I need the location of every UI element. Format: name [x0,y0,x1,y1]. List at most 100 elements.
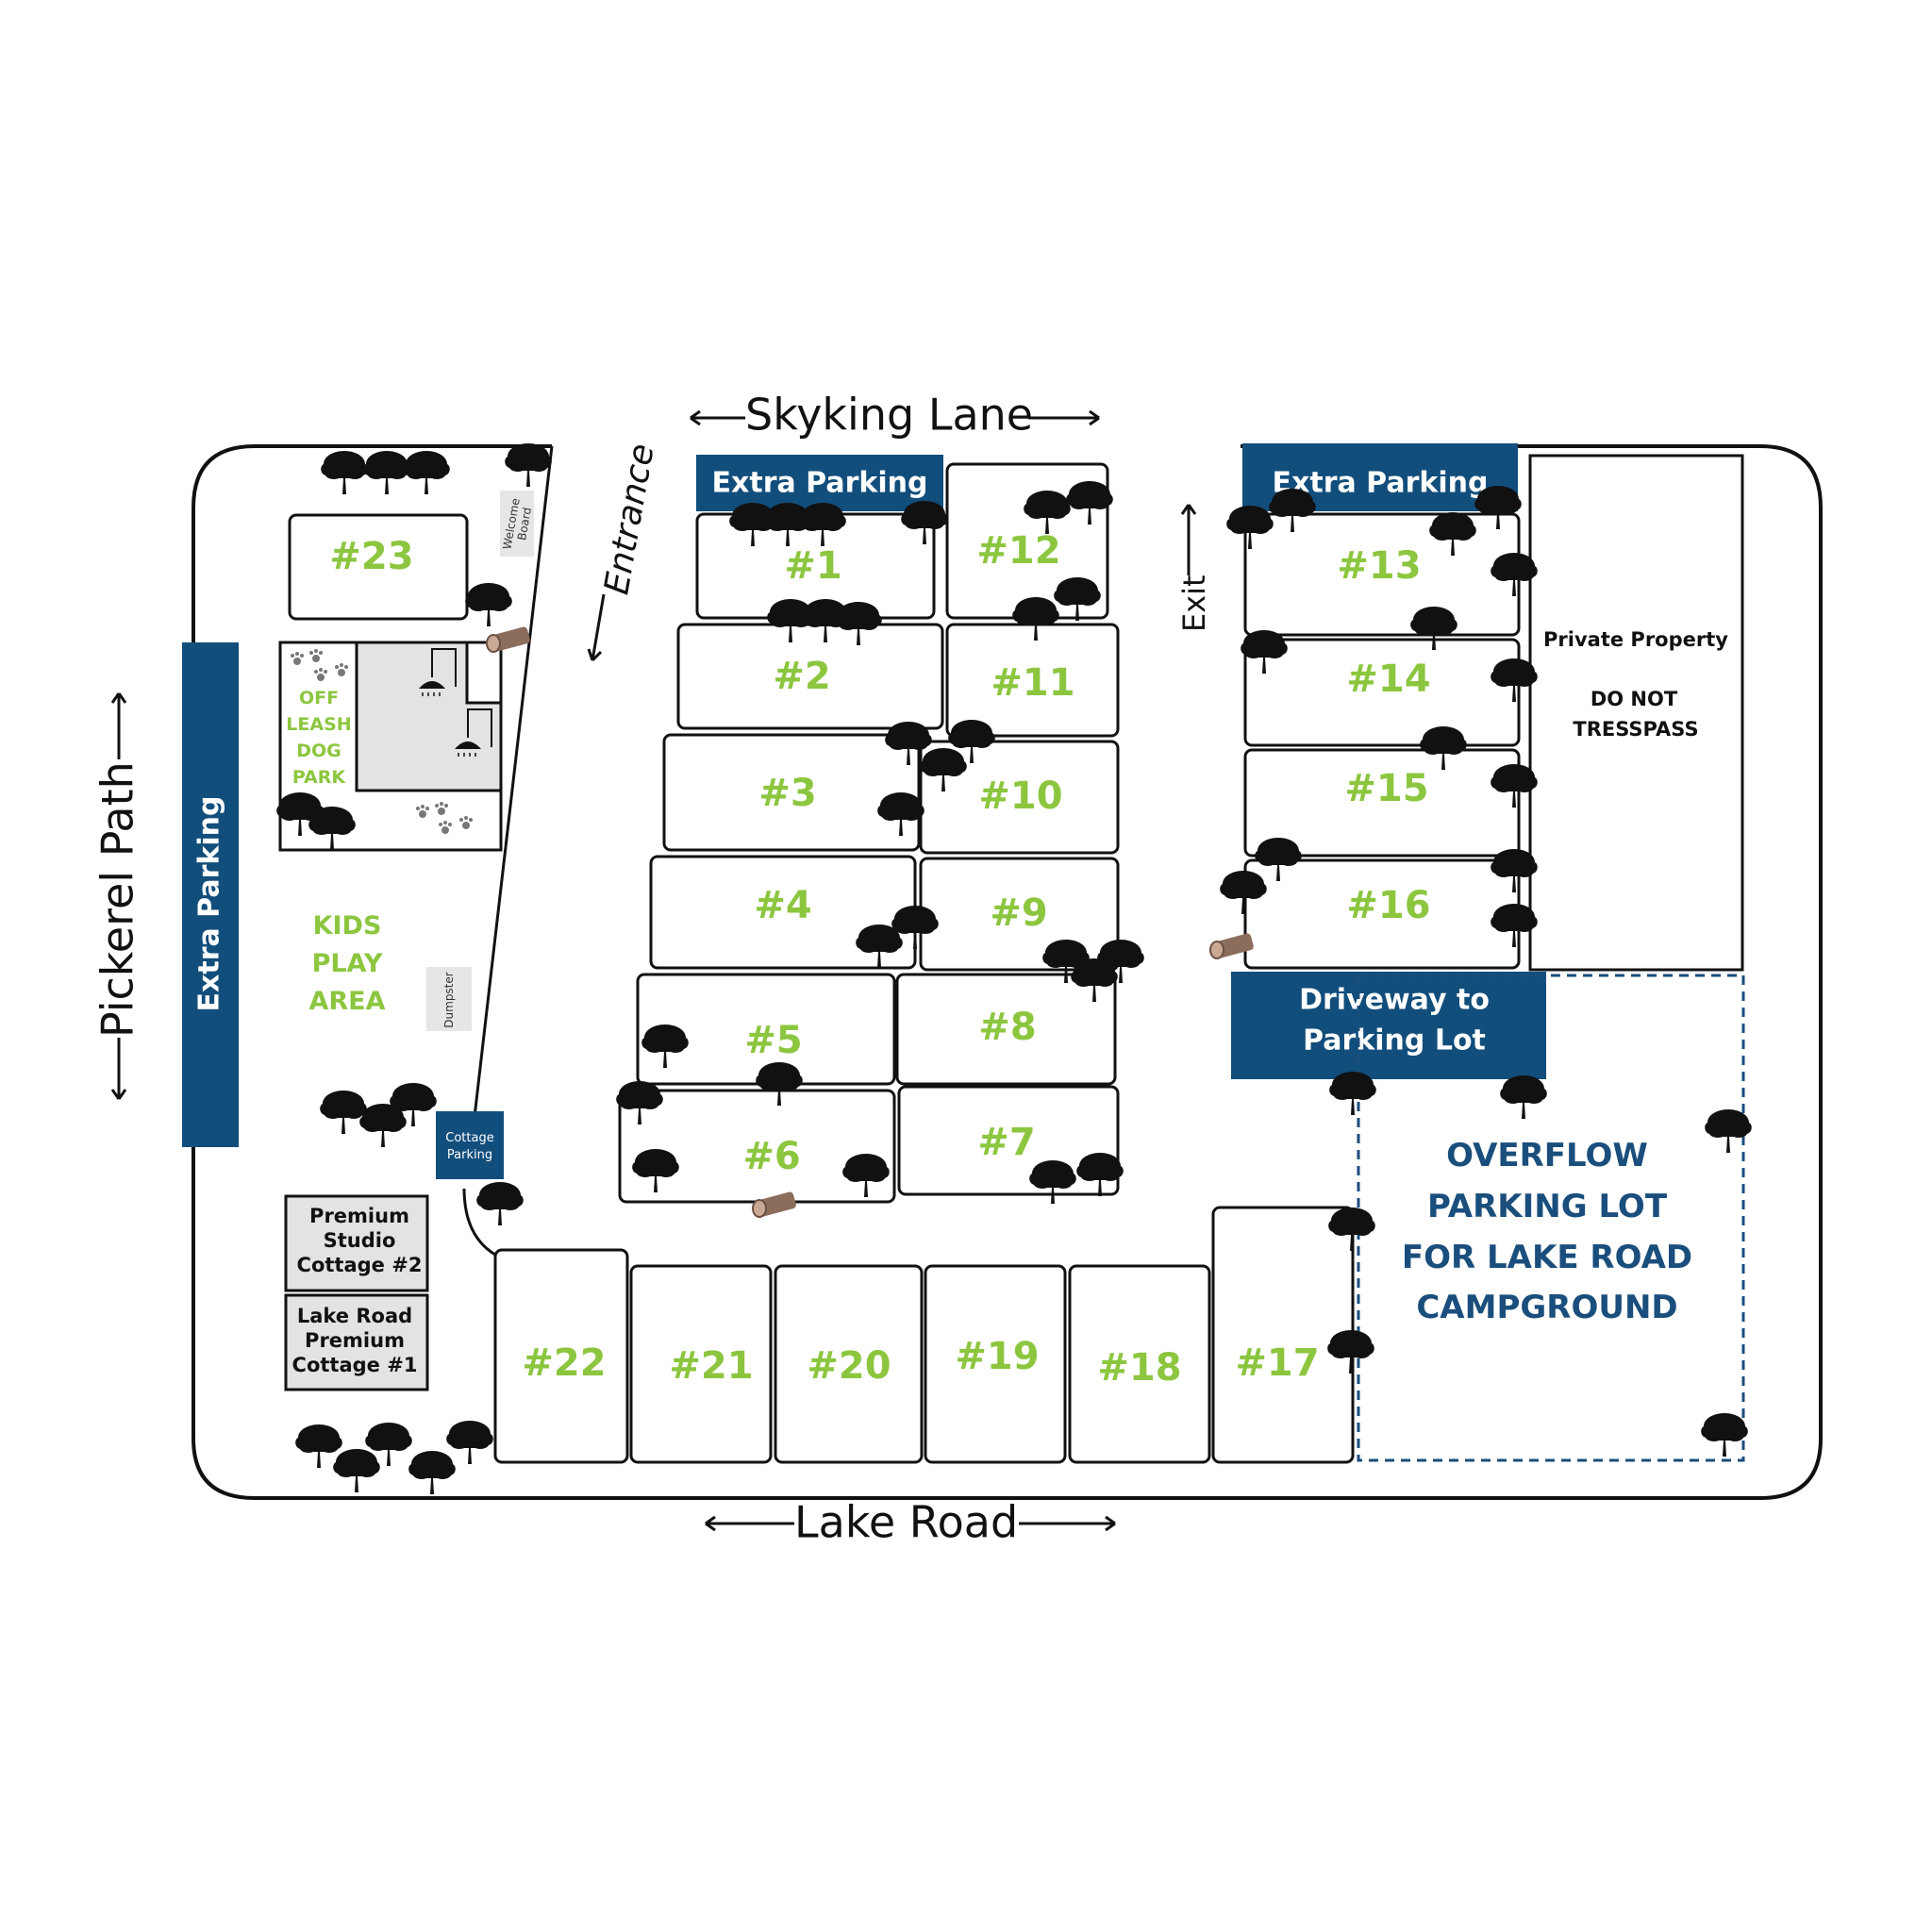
site-20[interactable]: #20 [774,1264,924,1464]
svg-text:#3: #3 [758,772,816,815]
svg-text:Skyking Lane: Skyking Lane [745,390,1033,441]
tree-icon [1029,1160,1076,1204]
site-3[interactable]: #3 [662,733,921,852]
svg-text:Extra Parking: Extra Parking [712,467,928,500]
svg-text:AREA: AREA [308,987,385,1016]
cottage-parking: Cottage Parking [436,1111,504,1179]
svg-text:#10: #10 [978,774,1062,818]
site-9[interactable]: #9 [919,857,1120,972]
svg-text:Exit: Exit [1176,575,1212,632]
svg-text:Driveway to: Driveway to [1299,984,1490,1017]
tree-icon [333,1449,380,1492]
site-2[interactable]: #2 [676,623,944,730]
svg-text:Board: Board [515,507,534,541]
premium-studio-cottage-2[interactable]: Premium Studio Cottage #2 [284,1194,429,1292]
tree-icon [403,451,450,494]
log-icon [486,625,532,654]
svg-text:Premium: Premium [305,1329,405,1352]
exit-label: Exit [1176,504,1212,632]
tree-icon [408,1451,456,1494]
extra-parking-top-left: Extra Parking [696,455,943,511]
svg-text:#5: #5 [744,1019,802,1062]
svg-text:#7: #7 [977,1121,1035,1164]
tree-icon [476,1182,524,1225]
svg-text:#17: #17 [1235,1341,1319,1385]
svg-text:#16: #16 [1346,884,1430,927]
svg-text:OVERFLOW: OVERFLOW [1446,1137,1648,1174]
svg-text:FOR LAKE ROAD: FOR LAKE ROAD [1402,1239,1692,1276]
svg-text:Parking Lot: Parking Lot [1303,1024,1486,1058]
svg-text:#1: #1 [784,544,841,588]
lake-road-premium-cottage-1[interactable]: Lake Road Premium Cottage #1 [284,1293,429,1391]
site-19[interactable]: #19 [924,1264,1067,1464]
svg-text:PLAY: PLAY [312,949,383,978]
welcome-board: Welcome Board [500,491,534,557]
svg-text:#15: #15 [1344,767,1428,810]
overflow-parking-lot: OVERFLOW PARKING LOT FOR LAKE ROAD CAMPG… [1357,974,1745,1462]
lake-road-label: Lake Road [705,1497,1116,1548]
site-15[interactable]: #15 [1243,748,1521,858]
svg-text:PARK: PARK [292,767,347,788]
svg-text:#2: #2 [773,655,830,698]
svg-text:Studio: Studio [324,1229,396,1252]
tree-icon [465,583,512,626]
svg-text:#19: #19 [955,1335,1039,1378]
svg-text:#18: #18 [1097,1346,1181,1390]
tree-icon [1329,1072,1376,1115]
site-4[interactable]: #4 [649,855,917,970]
svg-text:CAMPGROUND: CAMPGROUND [1416,1289,1677,1326]
site-17[interactable]: #17 [1211,1206,1355,1464]
svg-text:Private Property: Private Property [1543,628,1728,651]
svg-text:PARKING LOT: PARKING LOT [1427,1188,1668,1225]
svg-text:Lake Road: Lake Road [297,1305,412,1327]
svg-text:KIDS: KIDS [313,911,382,941]
site-8[interactable]: #8 [895,973,1117,1086]
svg-text:Extra Parking: Extra Parking [193,796,226,1012]
svg-text:#11: #11 [991,661,1074,705]
tree-icon [505,443,552,487]
svg-text:Parking: Parking [447,1148,492,1162]
kids-play-area: KIDS PLAY AREA [308,911,385,1016]
svg-text:TRESSPASS: TRESSPASS [1573,718,1698,741]
svg-text:#8: #8 [978,1006,1036,1049]
svg-text:Premium: Premium [309,1205,409,1227]
svg-text:Entrance: Entrance [597,441,661,597]
svg-text:Dumpster: Dumpster [442,972,456,1027]
svg-text:#12: #12 [976,529,1060,573]
svg-text:#23: #23 [329,535,413,578]
site-23[interactable]: #23 [288,513,469,621]
tree-icon [321,451,368,494]
svg-text:#14: #14 [1346,658,1430,701]
site-11[interactable]: #11 [945,623,1120,738]
site-21[interactable]: #21 [629,1264,773,1464]
svg-text:#6: #6 [742,1135,800,1178]
driveway-to-parking-lot: Driveway to Parking Lot [1231,972,1546,1079]
site-14[interactable]: #14 [1243,638,1521,747]
dumpster: Dumpster [426,967,472,1031]
entrance-road-edge [470,445,554,1142]
svg-text:Cottage #1: Cottage #1 [292,1354,418,1376]
tree-icon [446,1421,493,1464]
off-leash-dog-park: OFF LEASH DOG PARK [278,641,503,852]
site-5[interactable]: #5 [636,973,896,1086]
entrance-road-curve [462,1188,496,1257]
svg-text:#4: #4 [754,884,811,927]
extra-parking-left: Extra Parking [182,642,239,1147]
property-boundary [192,444,1823,1500]
site-22[interactable]: #22 [493,1248,629,1464]
site-6[interactable]: #6 [618,1089,896,1204]
svg-text:#22: #22 [522,1341,606,1385]
site-18[interactable]: #18 [1068,1264,1211,1464]
svg-text:#20: #20 [807,1344,891,1388]
site-10[interactable]: #10 [919,740,1120,855]
svg-text:OFF: OFF [299,688,339,708]
site-16[interactable]: #16 [1243,858,1521,970]
tree-icon [363,451,410,494]
svg-text:Pickerel Path: Pickerel Path [92,761,143,1038]
tree-icon [1705,1109,1752,1153]
private-property: Private Property DO NOT TRESSPASS [1528,454,1744,972]
site-13[interactable]: #13 [1243,512,1521,637]
svg-text:#21: #21 [669,1344,753,1388]
tree-icon [295,1424,342,1468]
